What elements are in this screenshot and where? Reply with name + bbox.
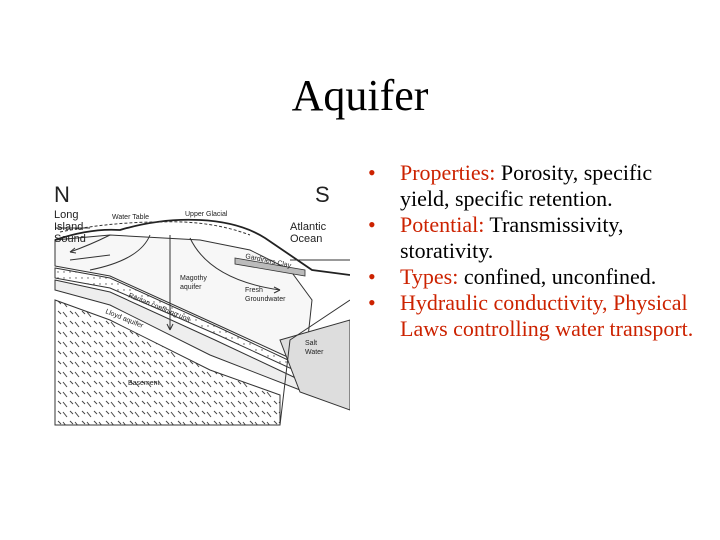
compass-north: N bbox=[54, 182, 70, 207]
salt-water-label: Salt Water bbox=[305, 340, 324, 356]
atlantic-ocean-label: Atlantic Ocean bbox=[290, 221, 329, 245]
water-table-line bbox=[59, 221, 251, 236]
upper-glacial-label: Upper Glacial bbox=[185, 211, 228, 218]
compass-south: S bbox=[315, 182, 330, 207]
upper-glacial-layer bbox=[54, 218, 350, 276]
bullet-properties: •Properties: Porosity, specific yield, s… bbox=[368, 160, 653, 211]
fresh-groundwater-label: Fresh Groundwater bbox=[245, 287, 286, 303]
bullet-potential: •Potential: Transmissivity, storativity. bbox=[368, 212, 624, 263]
bullet-list: •Properties: Porosity, specific yield, s… bbox=[362, 160, 702, 342]
salt-water-wedge bbox=[279, 319, 350, 411]
basement-label: Basement bbox=[128, 380, 160, 387]
bullet-dot: • bbox=[368, 160, 376, 185]
gardiners-clay-lens bbox=[234, 257, 306, 277]
bullet-hydraulic-conductivity: •Hydraulic conductivity, Physical Laws c… bbox=[368, 290, 694, 341]
slide-title: Aquifer bbox=[291, 71, 429, 120]
magothy-aquifer-label: Magothy aquifer bbox=[180, 275, 209, 291]
bullet-dot: • bbox=[368, 290, 376, 315]
bullet-dot: • bbox=[368, 264, 376, 289]
basement-layer bbox=[54, 299, 281, 426]
long-island-sound-label: Long Island Sound bbox=[54, 209, 86, 245]
bullet-types: •Types: confined, unconfined. bbox=[368, 264, 657, 289]
bullet-dot: • bbox=[368, 212, 376, 237]
flow-arrows bbox=[69, 234, 281, 331]
aquifer-cross-section-diagram: N S Long Island Sound Atlantic Ocean Wat… bbox=[54, 182, 350, 426]
water-table-label: Water Table bbox=[112, 214, 149, 221]
